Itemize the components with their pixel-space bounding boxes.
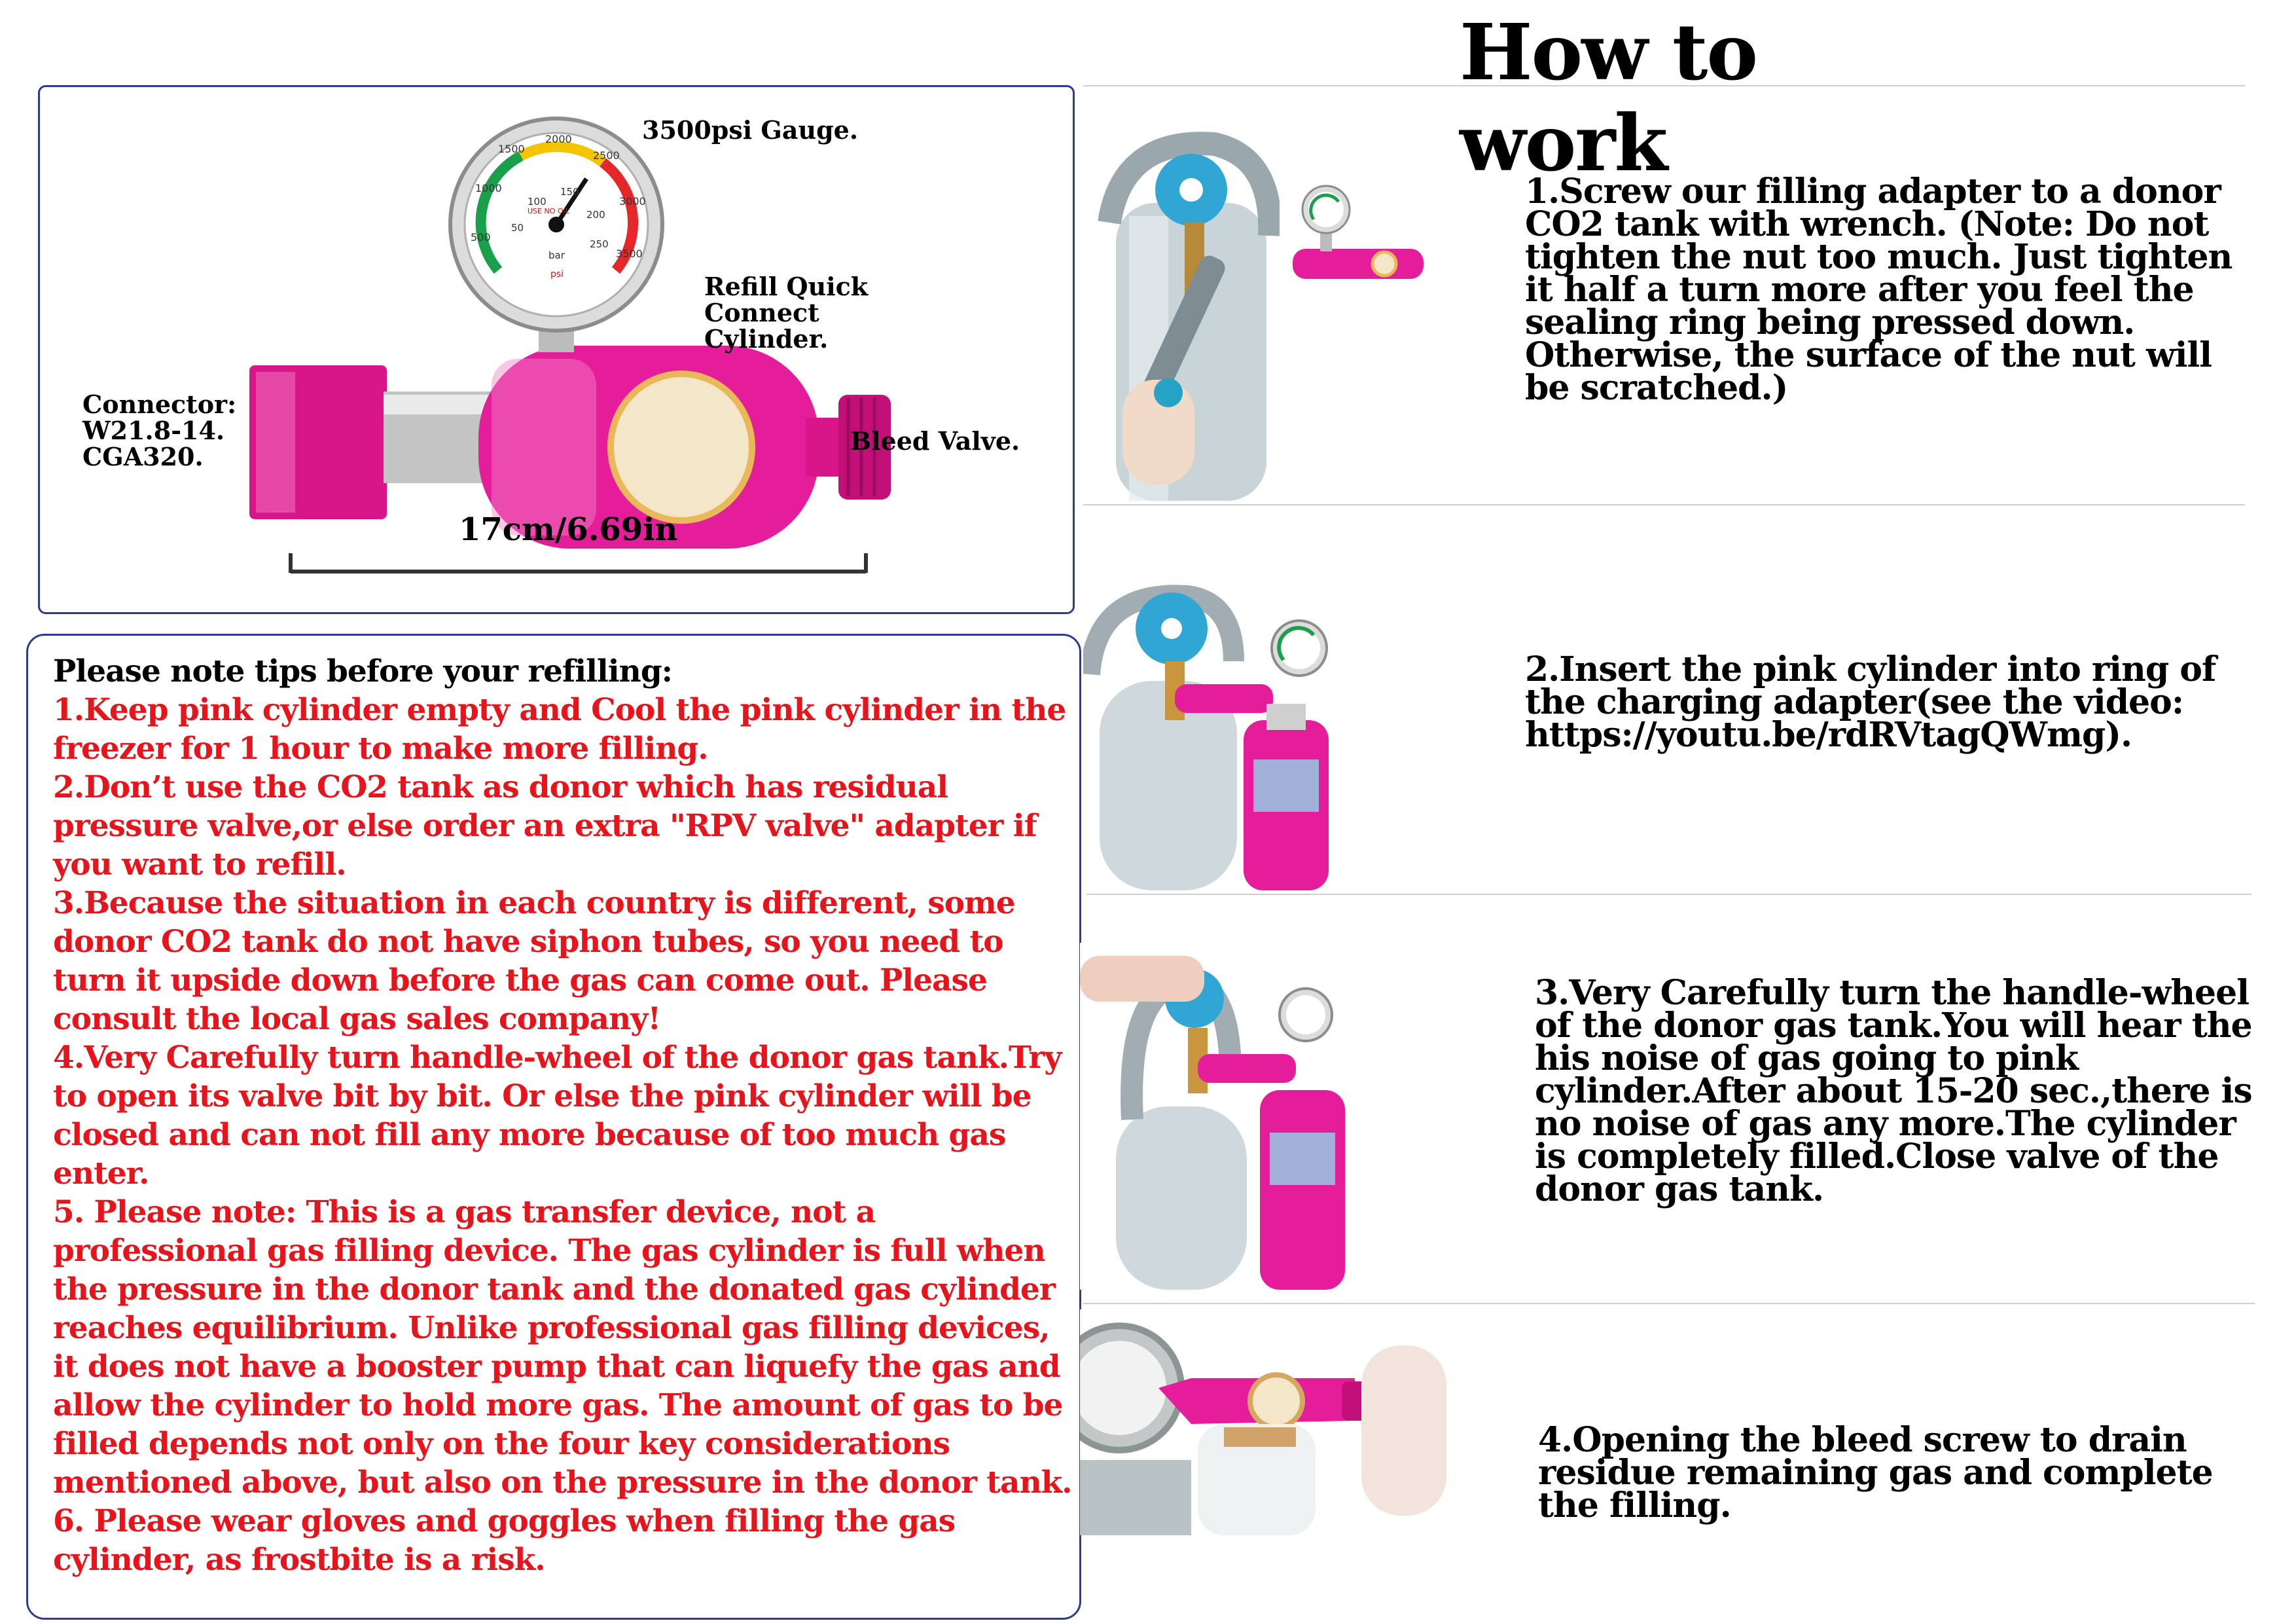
hand-icon (1080, 956, 1204, 1002)
gauge-tick-label: 1000 (475, 182, 502, 194)
connector-label: Connector: W21.8-14. CGA320. (82, 390, 237, 471)
step-1-adapter-detail (1293, 185, 1424, 279)
tip-item: 5. Please note: This is a gas transfer d… (53, 1194, 1073, 1501)
step-4-text: 4.Opening the bleed screw to drain resid… (1538, 1420, 2214, 1525)
ring-hole (607, 371, 755, 524)
step-3-photo (1080, 943, 1420, 1290)
refilling-tips: Please note tips before your refilling: … (26, 634, 1081, 1620)
step-divider (1086, 894, 2251, 895)
step-4-photo (1080, 1309, 1446, 1535)
step-divider (1083, 1303, 2255, 1304)
title-divider (1083, 85, 2245, 86)
gauge-tick-label: 2500 (593, 149, 620, 162)
page-title: How to work (1460, 7, 1758, 189)
gauge-tick-label: 3000 (619, 195, 646, 208)
pink-cylinder (1260, 1090, 1345, 1290)
step-2-text: 2.Insert the pink cylinder into ring of … (1525, 649, 2216, 755)
gauge-tick-label: 250 (590, 238, 609, 250)
gauge-label: 3500psi Gauge. (642, 115, 859, 145)
gauge-warning: USE NO OIL (528, 207, 570, 215)
tip-item: 6. Please wear gloves and goggles when f… (53, 1503, 956, 1578)
tip-item: 3.Because the situation in each country … (53, 885, 1016, 1037)
gauge-tick-label: 100 (528, 196, 547, 208)
gauge-tick-label: 2000 (545, 133, 572, 145)
product-diagram: 500 1000 1500 2000 2500 3000 3500 50 100… (38, 85, 1075, 614)
tip-item: 4.Very Carefully turn handle-wheel of th… (53, 1040, 1062, 1192)
step-divider (1083, 504, 2245, 505)
step-1-text: 1.Screw our filling adapter to a donor C… (1525, 172, 2233, 408)
gauge-tick-label: 50 (511, 222, 524, 234)
step-2-photo (1083, 583, 1424, 890)
gauge-tick-label: 150 (560, 186, 579, 198)
hand-icon (1122, 380, 1194, 484)
step-1-photo (1083, 124, 1280, 501)
gauge-tick-label: 1500 (498, 143, 525, 155)
hand-icon (1361, 1345, 1446, 1516)
refill-connect-label: Refill Quick Connect Cylinder. (704, 272, 869, 354)
adapter-illustration: 500 1000 1500 2000 2500 3000 3500 50 100… (249, 117, 891, 574)
gauge-tick-label: 200 (586, 209, 605, 221)
tips-heading: Please note tips before your refilling: (53, 653, 673, 689)
step-3-text: 3.Very Carefully turn the handle-wheel o… (1535, 973, 2253, 1209)
gauge-tick-label: 500 (471, 231, 491, 244)
bleed-valve-knob (838, 395, 891, 500)
dimension-label: 17cm/6.69in (459, 511, 678, 548)
tip-item: 1.Keep pink cylinder empty and Cool the … (53, 692, 1066, 767)
tip-item: 2.Don’t use the CO2 tank as donor which … (53, 769, 1037, 883)
gauge-unit-bar: bar (548, 249, 565, 261)
bleed-valve-label: Bleed Valve. (850, 426, 1020, 456)
gauge-unit-psi: psi (550, 269, 564, 280)
gauge-tick-label: 3500 (616, 247, 643, 260)
